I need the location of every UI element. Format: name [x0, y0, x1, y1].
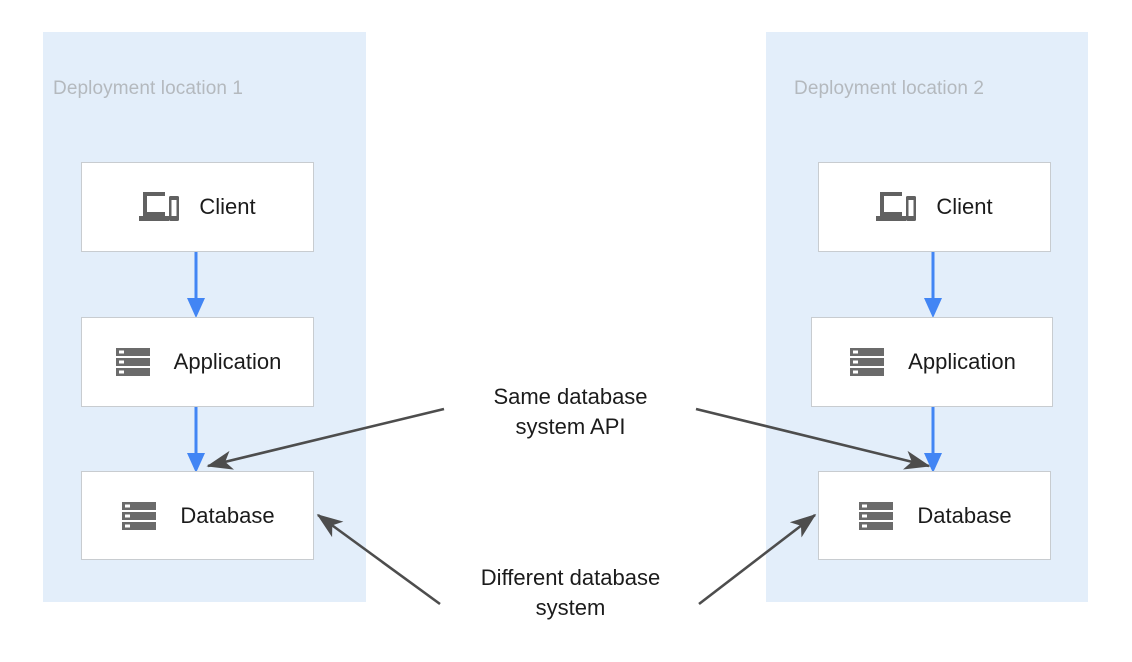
devices-icon: [139, 192, 180, 221]
devices-icon: [876, 192, 917, 221]
node-application-1-label: Application: [173, 349, 282, 374]
callout-same-database-system-api: Same database system API: [493, 384, 648, 439]
server-stack-icon: [122, 501, 157, 530]
node-database-1[interactable]: Database: [81, 471, 314, 560]
node-client-2-label: Client: [936, 194, 993, 219]
callout-different-database-system: Different database system: [480, 565, 661, 620]
server-stack-icon: [115, 348, 150, 376]
node-client-1-label: Client: [199, 194, 256, 219]
node-client-2[interactable]: Client: [818, 162, 1051, 252]
node-application-2-label: Application: [908, 349, 1016, 374]
zone-1-title: Deployment location 1: [53, 78, 244, 99]
node-application-1[interactable]: Application: [81, 317, 314, 407]
node-database-2[interactable]: Database: [818, 471, 1051, 560]
node-database-1-label: Database: [180, 502, 275, 528]
server-stack-icon: [859, 501, 894, 530]
node-client-1[interactable]: Client: [81, 162, 314, 252]
flow-arrow-client-1-to-application-1: [187, 250, 205, 318]
zone-2-title: Deployment location 2: [794, 78, 985, 99]
server-stack-icon: [850, 348, 885, 376]
node-database-2-label: Database: [917, 502, 1012, 528]
flow-arrow-client-2-to-application-2: [924, 250, 942, 318]
flow-arrow-application-2-to-database-2: [924, 405, 942, 473]
node-application-2[interactable]: Application: [811, 317, 1053, 407]
flow-arrow-application-1-to-database-1: [187, 405, 205, 473]
